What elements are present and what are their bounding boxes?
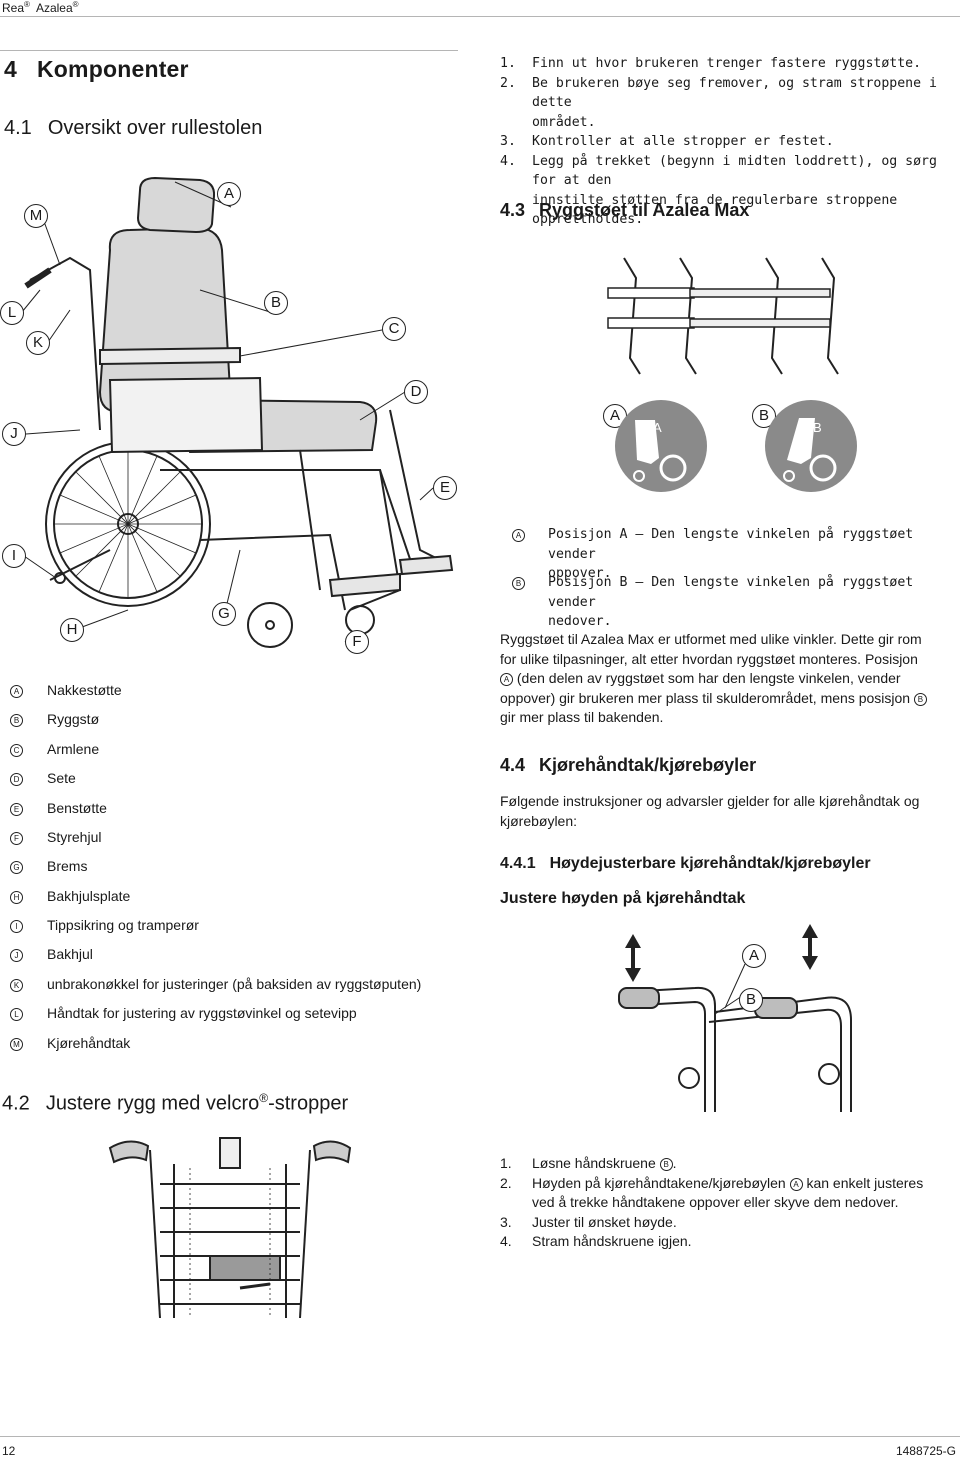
list-item: 2.Be brukeren bøye seg fremover, og stra… bbox=[500, 75, 937, 130]
handle-callout-a: A bbox=[742, 944, 766, 968]
list-item: 1.Finn ut hvor brukeren trenger fastere … bbox=[500, 56, 922, 71]
callout-a: A bbox=[217, 182, 241, 206]
backrest-velcro-illustration bbox=[108, 1137, 352, 1319]
footer-rule bbox=[0, 1436, 960, 1437]
backrest-paragraph: Ryggstøet til Azalea Max er utformet med… bbox=[500, 630, 960, 728]
document-id: 1488725-G bbox=[895, 1444, 956, 1458]
wheelchair-illustration bbox=[21, 176, 454, 648]
velcro-steps: 1.Finn ut hvor brukeren trenger fastere … bbox=[500, 54, 950, 230]
callout-g: G bbox=[212, 602, 236, 626]
callout-j: J bbox=[2, 422, 26, 446]
callout-e: E bbox=[433, 476, 457, 500]
list-item: 1.Løsne håndskruene B. bbox=[500, 1155, 677, 1171]
left-column-rule bbox=[0, 50, 458, 51]
page-header: Rea® Azalea® bbox=[2, 0, 79, 15]
section-4-4-text: Følgende instruksjoner og advarsler gjel… bbox=[500, 793, 920, 829]
position-b-icon bbox=[765, 400, 857, 492]
list-item: 2.Høyden på kjørehåndtakene/kjørebøylen … bbox=[500, 1174, 924, 1211]
handle-callout-b: B bbox=[739, 988, 763, 1012]
callout-h: H bbox=[60, 618, 84, 642]
callout-d: D bbox=[404, 380, 428, 404]
list-item: 4.Legg på trekket (begynn i midten loddr… bbox=[500, 153, 937, 228]
position-a-icon bbox=[615, 400, 707, 492]
list-item: 3.Kontroller at alle stropper er festet. bbox=[500, 134, 834, 149]
callout-m: M bbox=[24, 204, 48, 228]
position-b-icon-label: B bbox=[813, 420, 822, 435]
position-a-icon-label: A bbox=[653, 420, 662, 435]
callout-i: I bbox=[2, 544, 26, 568]
subsection-heading: Justere høyden på kjørehåndtak bbox=[500, 890, 746, 907]
page-number: 12 bbox=[2, 1444, 16, 1458]
callout-c: C bbox=[382, 317, 406, 341]
callout-b: B bbox=[264, 291, 288, 315]
position-a-text: A Posisjon A – Den lengste vinkelen på r… bbox=[512, 525, 942, 584]
callout-f: F bbox=[345, 630, 369, 654]
backrest-frame-illustration bbox=[607, 257, 839, 375]
callout-k: K bbox=[26, 331, 50, 355]
list-item: 4.Stram håndskruene igjen. bbox=[500, 1233, 692, 1249]
handle-steps: 1.Løsne håndskruene B. 2.Høyden på kjøre… bbox=[500, 1154, 960, 1252]
callout-l: L bbox=[0, 301, 24, 325]
header-rule bbox=[0, 16, 960, 17]
push-handle-illustration bbox=[618, 924, 852, 1112]
list-item: 3.Juster til ønsket høyde. bbox=[500, 1213, 677, 1230]
position-b-text: B Posisjon B – Den lengste vinkelen på r… bbox=[512, 573, 942, 632]
